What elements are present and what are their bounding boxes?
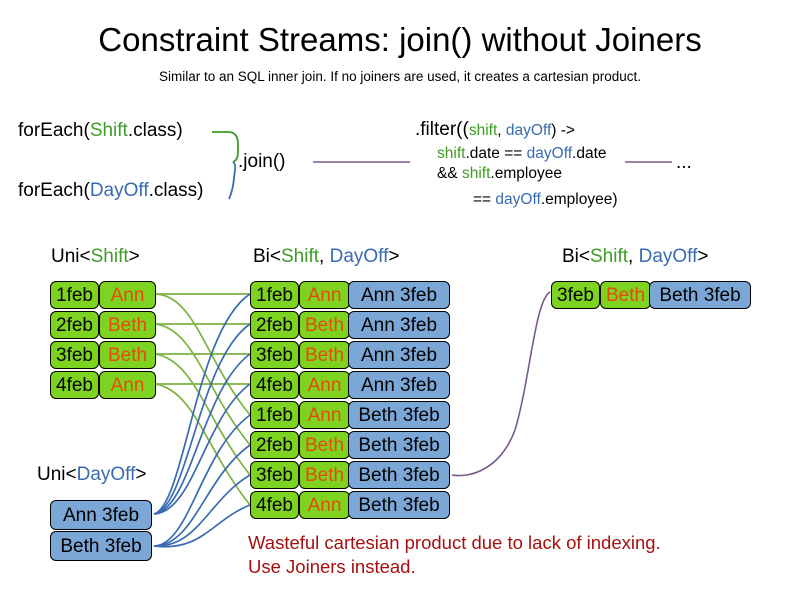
filter-line-2: shift.date == dayOff.date [437,144,607,164]
uni-shift-employee: Ann [99,371,156,399]
foreach-dayoff-prefix: forEach( [18,180,90,201]
bi-middle-employee: Ann [299,491,350,519]
filter-l3-shift: shift [461,165,491,182]
filter-open: .filter(( [415,119,469,140]
uni-shift-date: 2feb [50,311,99,339]
filter-param-dayoff: dayOff [505,122,552,139]
bi-middle-dayoff: Beth 3feb [348,461,450,489]
bi-middle-date: 4feb [250,371,299,399]
bi-middle-employee: Beth [299,341,350,369]
uni-dayoff-fact: Ann 3feb [50,500,152,530]
bi-middle-employee: Beth [299,461,350,489]
uni-dayoff-prefix: Uni< [37,464,77,485]
label-uni-dayoff: Uni<DayOff> [37,463,147,487]
label-uni-shift: Uni<Shift> [51,245,140,269]
page-subtitle: Similar to an SQL inner join. If no join… [159,69,641,84]
filter-l3-end: .employee [490,165,562,182]
dayoff-fan-connectors [153,293,251,548]
bi-middle-dayoff: Ann 3feb [348,341,450,369]
uni-dayoff-fact: Beth 3feb [50,531,152,561]
filter-l4-end: .employee) [540,191,618,208]
foreach-shift-code: forEach(Shift.class) [18,119,183,143]
filtered-result-connector [451,291,551,477]
uni-shift-prefix: Uni< [51,246,91,267]
filter-line-4: == dayOff.employee) [473,190,618,210]
bi-middle-date: 2feb [250,311,299,339]
filter-line-1: .filter((shift, dayOff) -> [415,118,575,142]
filter-arrow: ) -> [551,122,575,139]
filter-l4-dayoff: dayOff [495,191,541,208]
uni-shift-employee: Beth [99,341,156,369]
foreach-dayoff-type: DayOff [89,180,149,201]
uni-dayoff-suffix: > [135,464,147,485]
uni-dayoff-type: DayOff [76,464,136,485]
bi-middle-employee: Beth [299,311,350,339]
bi-right-employee: Beth [600,281,651,309]
filter-l4-eq: == [473,191,496,208]
bi-right-suffix: > [697,246,709,267]
bi-right-type-b: DayOff [638,246,698,267]
bi-right-date: 3feb [551,281,600,309]
bi-middle-date: 3feb [250,341,299,369]
filter-param-comma: , [497,122,506,139]
bi-right-prefix: Bi< [562,246,590,267]
filter-l2-dayoff: dayOff [526,145,573,162]
bi-middle-employee: Ann [299,401,350,429]
join-call-code: .join() [238,151,286,172]
shift-fan-connectors [155,293,251,506]
filter-l3-and: && [437,165,462,182]
foreach-shift-suffix: .class) [127,120,183,141]
uni-shift-date: 1feb [50,281,99,309]
label-bi-right: Bi<Shift, DayOff> [562,245,708,269]
filter-l2-end: .date [572,145,607,162]
foreach-dayoff-code: forEach(DayOff.class) [18,179,204,203]
bi-middle-employee: Ann [299,281,350,309]
uni-shift-date: 4feb [50,371,99,399]
bi-middle-dayoff: Beth 3feb [348,401,450,429]
ellipsis-text: ... [676,152,692,173]
bi-right-comma: , [628,246,639,267]
bi-middle-date: 4feb [250,491,299,519]
page-title: Constraint Streams: join() without Joine… [98,21,702,58]
bi-middle-dayoff: Ann 3feb [348,281,450,309]
bi-middle-comma: , [319,246,330,267]
filter-line-3: && shift.employee [437,164,562,184]
uni-shift-type: Shift [90,246,129,267]
bi-right-type-a: Shift [590,246,629,267]
foreach-shift-type: Shift [89,120,128,141]
uni-shift-suffix: > [128,246,140,267]
label-bi-middle: Bi<Shift, DayOff> [253,245,399,269]
bi-middle-date: 3feb [250,461,299,489]
bi-middle-dayoff: Beth 3feb [348,491,450,519]
bi-middle-suffix: > [388,246,400,267]
foreach-shift-prefix: forEach( [18,120,90,141]
bi-middle-employee: Beth [299,431,350,459]
uni-shift-employee: Ann [99,281,156,309]
bi-middle-date: 1feb [250,401,299,429]
uni-shift-date: 3feb [50,341,99,369]
brace-dayoff-to-join [228,161,237,200]
bi-middle-type-a: Shift [281,246,320,267]
bi-middle-prefix: Bi< [253,246,281,267]
filter-param-shift: shift [468,122,498,139]
bi-right-dayoff: Beth 3feb [649,281,751,309]
bi-middle-dayoff: Ann 3feb [348,371,450,399]
filter-l2-shift: shift [437,145,466,162]
bi-middle-dayoff: Beth 3feb [348,431,450,459]
warning-text: Wasteful cartesian product due to lack o… [248,532,661,577]
brace-shift-to-join [212,131,239,163]
bi-middle-employee: Ann [299,371,350,399]
foreach-dayoff-suffix: .class) [148,180,204,201]
bi-middle-date: 1feb [250,281,299,309]
bi-middle-date: 2feb [250,431,299,459]
uni-shift-employee: Beth [99,311,156,339]
filter-l2-mid: .date == [465,145,527,162]
bi-middle-type-b: DayOff [329,246,389,267]
bi-middle-dayoff: Ann 3feb [348,311,450,339]
